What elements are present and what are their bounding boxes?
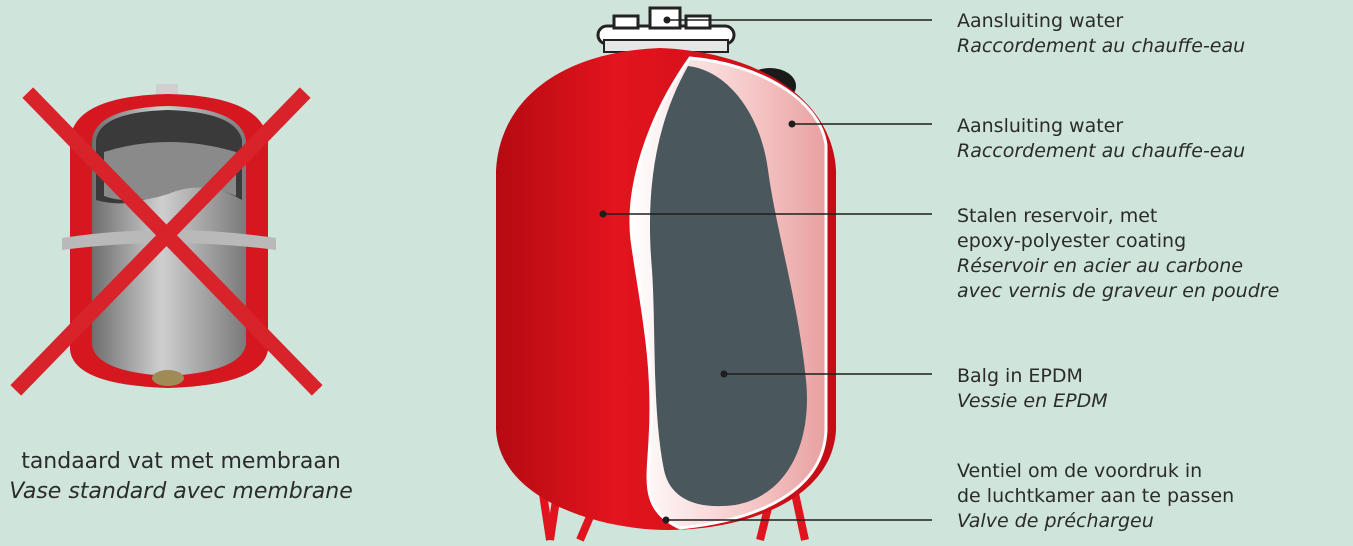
label-nl-line1: Stalen reservoir, met: [957, 204, 1279, 229]
label-fr: Raccordement au chauffe-eau: [957, 139, 1245, 164]
label-nl-line2: de luchtkamer aan te passen: [957, 484, 1234, 509]
label-water-connection-2: Aansluiting water Raccordement au chauff…: [957, 114, 1245, 164]
label-fr: Valve de préchargeu: [957, 509, 1234, 534]
label-nl: Balg in EPDM: [957, 364, 1108, 389]
caption-nl: tandaard vat met membraan: [0, 447, 376, 477]
label-fr: Raccordement au chauffe-eau: [957, 34, 1245, 59]
label-fr-line1: Réservoir en acier au carbone: [957, 254, 1279, 279]
label-precharge-valve: Ventiel om de voordruk in de luchtkamer …: [957, 459, 1234, 534]
label-water-connection-1: Aansluiting water Raccordement au chauff…: [957, 9, 1245, 59]
label-epdm-bladder: Balg in EPDM Vessie en EPDM: [957, 364, 1108, 414]
label-nl-line2: epoxy-polyester coating: [957, 229, 1279, 254]
label-steel-reservoir: Stalen reservoir, met epoxy-polyester co…: [957, 204, 1279, 304]
label-nl-line1: Ventiel om de voordruk in: [957, 459, 1234, 484]
label-fr: Vessie en EPDM: [957, 389, 1108, 414]
label-nl: Aansluiting water: [957, 9, 1245, 34]
standard-vessel-caption: tandaard vat met membraan Vase standard …: [0, 447, 376, 507]
label-nl: Aansluiting water: [957, 114, 1245, 139]
caption-fr: Vase standard avec membrane: [0, 477, 376, 507]
label-fr-line2: avec vernis de graveur en poudre: [957, 279, 1279, 304]
